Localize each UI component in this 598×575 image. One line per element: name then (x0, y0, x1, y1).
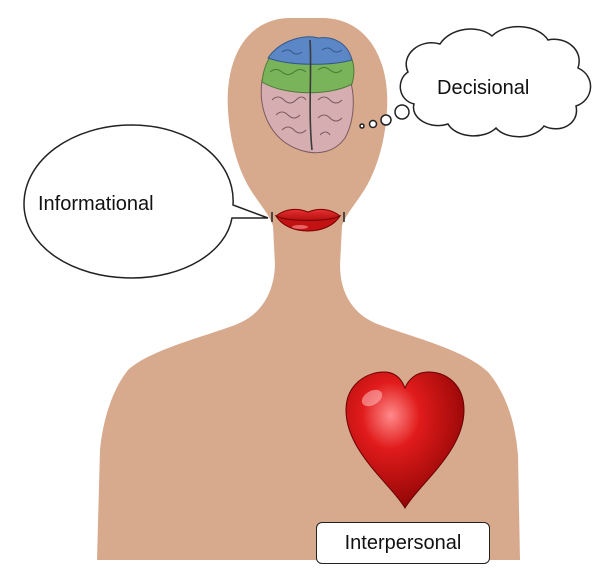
interpersonal-box: Interpersonal (316, 522, 490, 564)
decisional-label: Decisional (437, 78, 529, 98)
interpersonal-label: Interpersonal (345, 532, 462, 555)
informational-label: Informational (38, 194, 154, 214)
